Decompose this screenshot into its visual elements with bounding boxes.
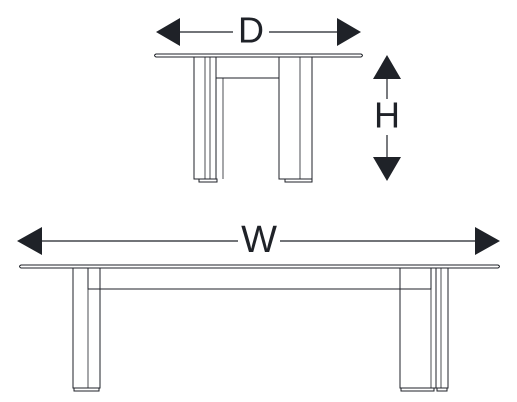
depth-left-arrow-icon (156, 18, 180, 46)
width-label: W (241, 219, 277, 261)
depth-label: D (238, 10, 264, 51)
front-view-right-foot (400, 387, 435, 392)
height-down-arrow-icon (373, 157, 401, 181)
side-view-right-foot (284, 178, 313, 183)
table-side-view (154, 53, 363, 183)
depth-dimension: D (156, 10, 361, 51)
width-right-arrow-icon (475, 227, 500, 255)
depth-right-arrow-icon (337, 18, 361, 46)
side-view-right-leg (278, 56, 313, 180)
front-view-apron (87, 267, 432, 290)
height-label: H (374, 95, 400, 136)
front-view-left-foot (73, 387, 100, 392)
side-view-stretcher (215, 56, 280, 79)
height-up-arrow-icon (373, 55, 401, 79)
side-view-left-foot (198, 178, 218, 183)
width-dimension: W (17, 219, 500, 261)
front-view-tabletop (19, 264, 500, 269)
front-view-right-foot-side (436, 387, 448, 392)
width-left-arrow-icon (17, 227, 42, 255)
table-front-view (19, 264, 500, 392)
front-view-right-leg-side (435, 267, 449, 389)
side-view-tabletop (154, 53, 363, 58)
front-view-left-leg (72, 267, 101, 389)
height-dimension: H (371, 55, 403, 181)
